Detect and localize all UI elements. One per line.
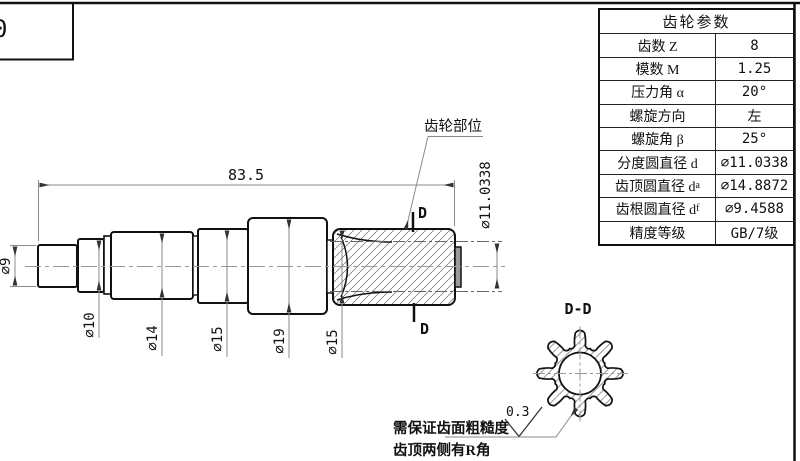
table-row-value: 8: [715, 33, 793, 57]
table-row-value: ⌀9.4588: [715, 197, 793, 221]
section-view-dd: D-D: [533, 300, 628, 422]
roughness-callout: 0.3: [445, 405, 579, 438]
table-title: 齿轮参数: [662, 15, 731, 32]
row-label-text: 螺旋方向: [629, 109, 686, 125]
gear-parameter-table: 齿轮参数 齿数 Z 8 模数 M 1.25 压力角 α 20° 螺旋方向 左 螺…: [598, 8, 795, 246]
table-row-value: ⌀11.0338: [715, 150, 793, 174]
dim-text-length: 83.5: [228, 166, 264, 184]
table-row-value: 20°: [715, 80, 793, 104]
section-mark-bottom: D: [420, 320, 429, 338]
section-mark-top: D: [418, 204, 427, 222]
dim-text-d9: ⌀9: [0, 258, 14, 275]
dim-text-pitch-dia: ⌀11.0338: [478, 161, 494, 228]
row-label-text: 分度圆直径 d: [617, 156, 698, 172]
gear-part-callout: 齿轮部位: [403, 118, 483, 231]
section-view-title: D-D: [564, 300, 591, 318]
dim-text-d19: ⌀19: [272, 328, 288, 353]
shaft-section-d10: [77, 238, 105, 293]
dim-text-d10: ⌀10: [82, 312, 98, 337]
dim-text-d14: ⌀14: [145, 325, 161, 350]
row-label-text: 齿顶圆直径 d: [615, 179, 696, 195]
table-row-label: 精度等级: [600, 220, 715, 244]
table-row-label: 模数 M: [600, 56, 715, 80]
table-row-label: 分度圆直径 d: [600, 150, 715, 173]
table-row-label: 螺旋角 β: [600, 126, 715, 150]
table-row-value: 25°: [715, 126, 793, 151]
row-label-text: 精度等级: [629, 226, 686, 242]
row-label-text: 齿根圆直径 d: [615, 203, 697, 219]
gear-center-lines: [533, 326, 628, 422]
title-block-partial-text: 0: [0, 15, 7, 43]
table-row-value: 1.25: [715, 56, 793, 81]
gear-part-label: 齿轮部位: [424, 118, 482, 135]
note-line-2: 齿顶两侧有R角: [393, 441, 490, 459]
row-label-text: 压力角 α: [631, 86, 684, 102]
row-label-text: 齿数 Z: [637, 39, 678, 55]
table-row-value: ⌀14.8872: [715, 173, 793, 198]
dim-diameters: ⌀9 ⌀10 ⌀14 ⌀15 ⌀19 ⌀15 ⌀11.0338: [0, 161, 500, 358]
roughness-value: 0.3: [506, 405, 529, 420]
row-label-text: 螺旋角 β: [631, 133, 684, 149]
dim-text-d15-gear: ⌀15: [325, 329, 341, 354]
table-row-label: 螺旋方向: [600, 103, 715, 127]
table-row-value: 左: [715, 103, 793, 127]
row-label-text: 模数 M: [635, 62, 680, 78]
section-cut-marks: D D: [411, 204, 429, 338]
table-row-label: 齿数 Z: [600, 33, 715, 56]
shaft-step: [103, 235, 112, 295]
note-text: 需保证齿面粗糙度 齿顶两侧有R角: [393, 419, 509, 459]
note-line-1: 需保证齿面粗糙度: [393, 419, 509, 437]
table-row-label: 压力角 α: [600, 80, 715, 103]
center-lines: [25, 241, 505, 292]
dim-overall-length: 83.5: [38, 166, 455, 241]
table-row-value: GB/7级: [715, 220, 793, 244]
shaft-body: [37, 217, 462, 315]
dim-text-d15-front: ⌀15: [210, 326, 226, 351]
shaft-section-d14: [110, 231, 194, 300]
